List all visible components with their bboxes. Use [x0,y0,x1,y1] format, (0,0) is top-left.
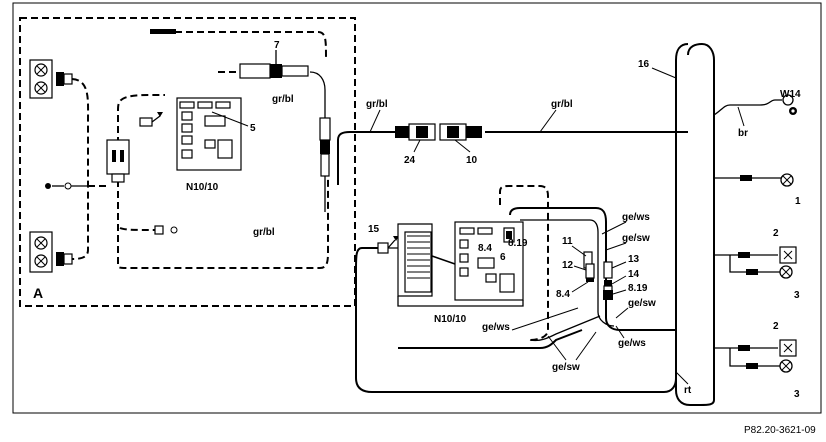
leader-ge-sw-3b [575,331,597,361]
label-n10-left: N10/10 [186,182,219,193]
leader-br [737,106,745,127]
callout-14: 14 [628,269,640,280]
footer-reference: P82.20-3621-09 [744,425,816,436]
lamp-3-lower [779,359,793,373]
leader-5 [211,111,249,127]
ground-plug-lower [154,225,178,235]
harness-trunk-16 [675,42,715,406]
leader-14 [611,275,627,285]
connector-vertical [319,117,331,177]
callout-16: 16 [638,59,650,70]
relay-connector [106,139,130,183]
wire-label-ge-ws-1: ge/ws [622,212,650,223]
wire-lamp-3-upper [729,255,780,273]
plug-relay-top [139,112,163,127]
lamp-3-upper [779,265,793,279]
wire-label-ge-sw-2: ge/sw [628,298,656,309]
connector-10 [439,123,482,141]
wire-rt [355,247,677,393]
callout-8-19-lower: 8.19 [628,283,648,294]
callout-12: 12 [562,260,574,271]
leader-gr-bl-3 [369,109,381,133]
leader-10 [454,139,471,153]
leader-13 [611,261,627,269]
leader-ge-ws-3 [511,307,579,331]
leader-8-4-lower [571,281,589,293]
harness-dashed-right [499,185,549,341]
module-n10-right [397,221,524,307]
harness-dashed-top [117,31,327,155]
wire-label-gr-bl-2: gr/bl [253,227,275,238]
callout-8-19-upper: 8.19 [508,238,528,249]
wire-br [713,99,782,116]
leader-ge-sw-2 [615,307,629,319]
wire-gr-bl-left [309,71,326,120]
wire-label-gr-bl-4: gr/bl [551,99,573,110]
callout-3-upper: 3 [794,290,800,301]
callout-15: 15 [368,224,380,235]
harness-dashed-mid [119,71,240,231]
leader-gr-bl-4 [539,109,557,133]
wire-label-ge-ws-3: ge/ws [482,322,510,333]
leader-ge-ws-1 [601,221,627,235]
diagram-frame [12,2,822,414]
callout-2-lower: 2 [773,321,779,332]
frame-label-a: A [33,285,43,301]
leader-11 [571,245,587,257]
connector-24 [395,123,436,141]
callout-1: 1 [795,196,801,207]
plug-top [150,29,176,34]
wire-ge-sw-harness [520,219,615,327]
leader-8-19-lower [612,289,627,295]
callout-7: 7 [274,40,280,51]
wire-lower-run [398,329,583,349]
callout-8-4-lower: 8.4 [556,289,570,300]
connector-7 [239,50,309,79]
callout-11: 11 [562,236,573,247]
lamp-2-upper [779,246,797,264]
label-n10-right: N10/10 [434,314,467,325]
wire-label-br: br [738,128,748,139]
wire-label-rt: rt [684,385,692,396]
wire-label-ge-sw-1: ge/sw [622,233,650,244]
callout-2-upper: 2 [773,228,779,239]
lamp-1 [780,173,794,187]
ground-terminal [782,94,794,106]
callout-6: 6 [500,252,506,263]
connector-top-left [29,59,73,99]
label-w14: W14 [780,89,801,100]
leader-16 [651,67,677,79]
wire-label-ge-ws-2: ge/ws [618,338,646,349]
callout-24: 24 [404,155,416,166]
wire-lower-branch [529,315,601,342]
leader-ge-sw-3a [547,335,567,361]
harness-dashed-left [71,78,90,260]
connector-12 [585,263,595,282]
module-n10-left [176,97,242,171]
connector-8-19-right [603,290,613,300]
connector-6 [503,227,515,243]
leader-12 [573,265,587,271]
callout-10: 10 [466,155,478,166]
wire-label-gr-bl-1: gr/bl [272,94,294,105]
leader-ge-ws-2 [615,325,625,339]
callout-3-lower: 3 [794,389,800,400]
leader-rt [675,371,689,385]
wire-label-gr-bl-3: gr/bl [366,99,388,110]
callout-5: 5 [250,123,256,134]
leader-ge-sw-1 [605,242,627,251]
wire-gr-bl-main [337,131,688,185]
wire-lamp-3-lower [729,348,780,367]
callout-13: 13 [628,254,640,265]
lamp-2-lower [779,339,797,357]
callout-8-4-upper: 8.4 [478,243,492,254]
connector-bottom-left [29,231,73,273]
wire-label-ge-sw-3: ge/sw [552,362,580,373]
leader-24 [413,139,421,153]
connector-13 [603,261,613,279]
wire-ge-ws-harness [509,207,676,331]
ground-plug-left [45,182,88,190]
harness-dashed-center [88,140,329,269]
